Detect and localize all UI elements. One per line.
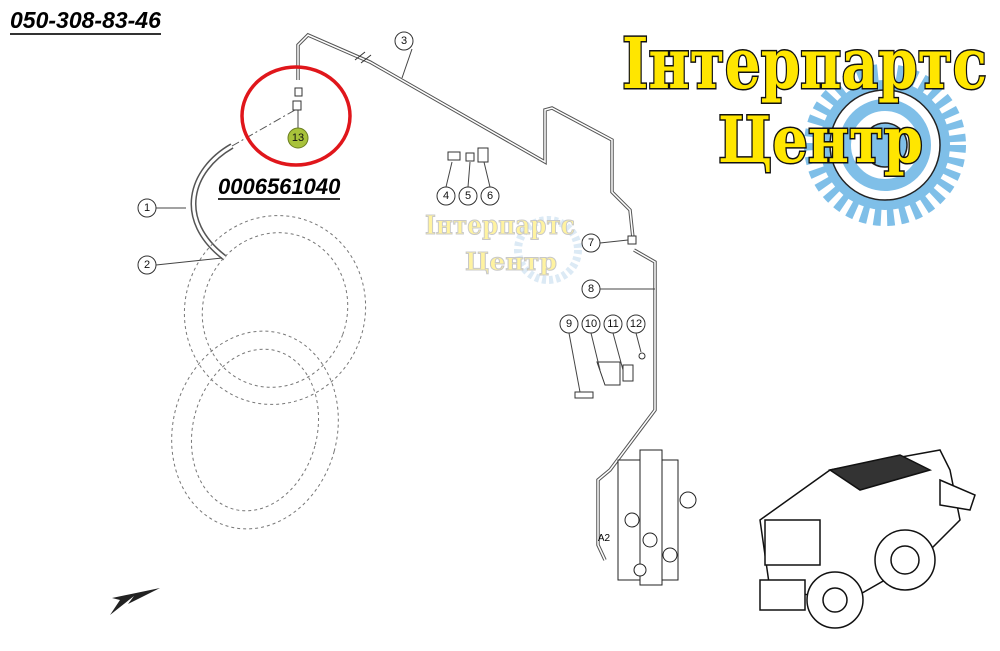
callout-12[interactable]: 12 [626, 314, 646, 334]
callout-9[interactable]: 9 [559, 314, 579, 334]
svg-text:10: 10 [585, 318, 597, 330]
callout-10[interactable]: 10 [581, 314, 601, 334]
watermark-logo: Інтерпартс Центр [425, 211, 582, 284]
valve-block [617, 449, 697, 586]
svg-text:9: 9 [566, 318, 572, 330]
callout-8[interactable]: 8 [581, 279, 601, 299]
svg-text:7: 7 [588, 237, 594, 249]
logo-line1: Інтерпартс [622, 22, 987, 105]
svg-text:12: 12 [630, 318, 642, 330]
callout-3[interactable]: 3 [394, 31, 414, 51]
watermark-line2: Центр [465, 247, 557, 276]
logo-line2: Центр [718, 103, 923, 178]
watermark-line1: Інтерпартс [425, 211, 575, 241]
belt-drive [171, 215, 367, 530]
callout-4[interactable]: 4 [436, 186, 456, 206]
phone-number: 050-308-83-46 [10, 7, 161, 35]
direction-arrow-icon [110, 588, 160, 615]
svg-text:13: 13 [292, 132, 304, 144]
svg-text:3: 3 [401, 35, 407, 47]
svg-text:4: 4 [443, 190, 449, 202]
highlight-circle [240, 65, 352, 167]
callout-13-highlighted[interactable]: 13 [287, 127, 309, 149]
callout-2[interactable]: 2 [137, 255, 157, 275]
svg-text:1: 1 [144, 202, 150, 214]
hose [190, 143, 234, 261]
svg-text:2: 2 [144, 259, 150, 271]
svg-text:6: 6 [487, 190, 493, 202]
bolts [447, 147, 646, 399]
callout-7[interactable]: 7 [581, 233, 601, 253]
callout-11[interactable]: 11 [603, 314, 623, 334]
callout-1[interactable]: 1 [137, 198, 157, 218]
break-mark [354, 51, 372, 64]
svg-text:5: 5 [465, 190, 471, 202]
fitting-13 [292, 87, 303, 111]
svg-text:8: 8 [588, 283, 594, 295]
combine-harvester-illustration [759, 449, 976, 629]
callout-5[interactable]: 5 [458, 186, 478, 206]
svg-text:11: 11 [607, 318, 618, 330]
part-number: 0006561040 [218, 174, 341, 200]
component-label-a2: A2 [598, 533, 611, 544]
callout-6[interactable]: 6 [480, 186, 500, 206]
logo-gear-icon [804, 64, 966, 226]
